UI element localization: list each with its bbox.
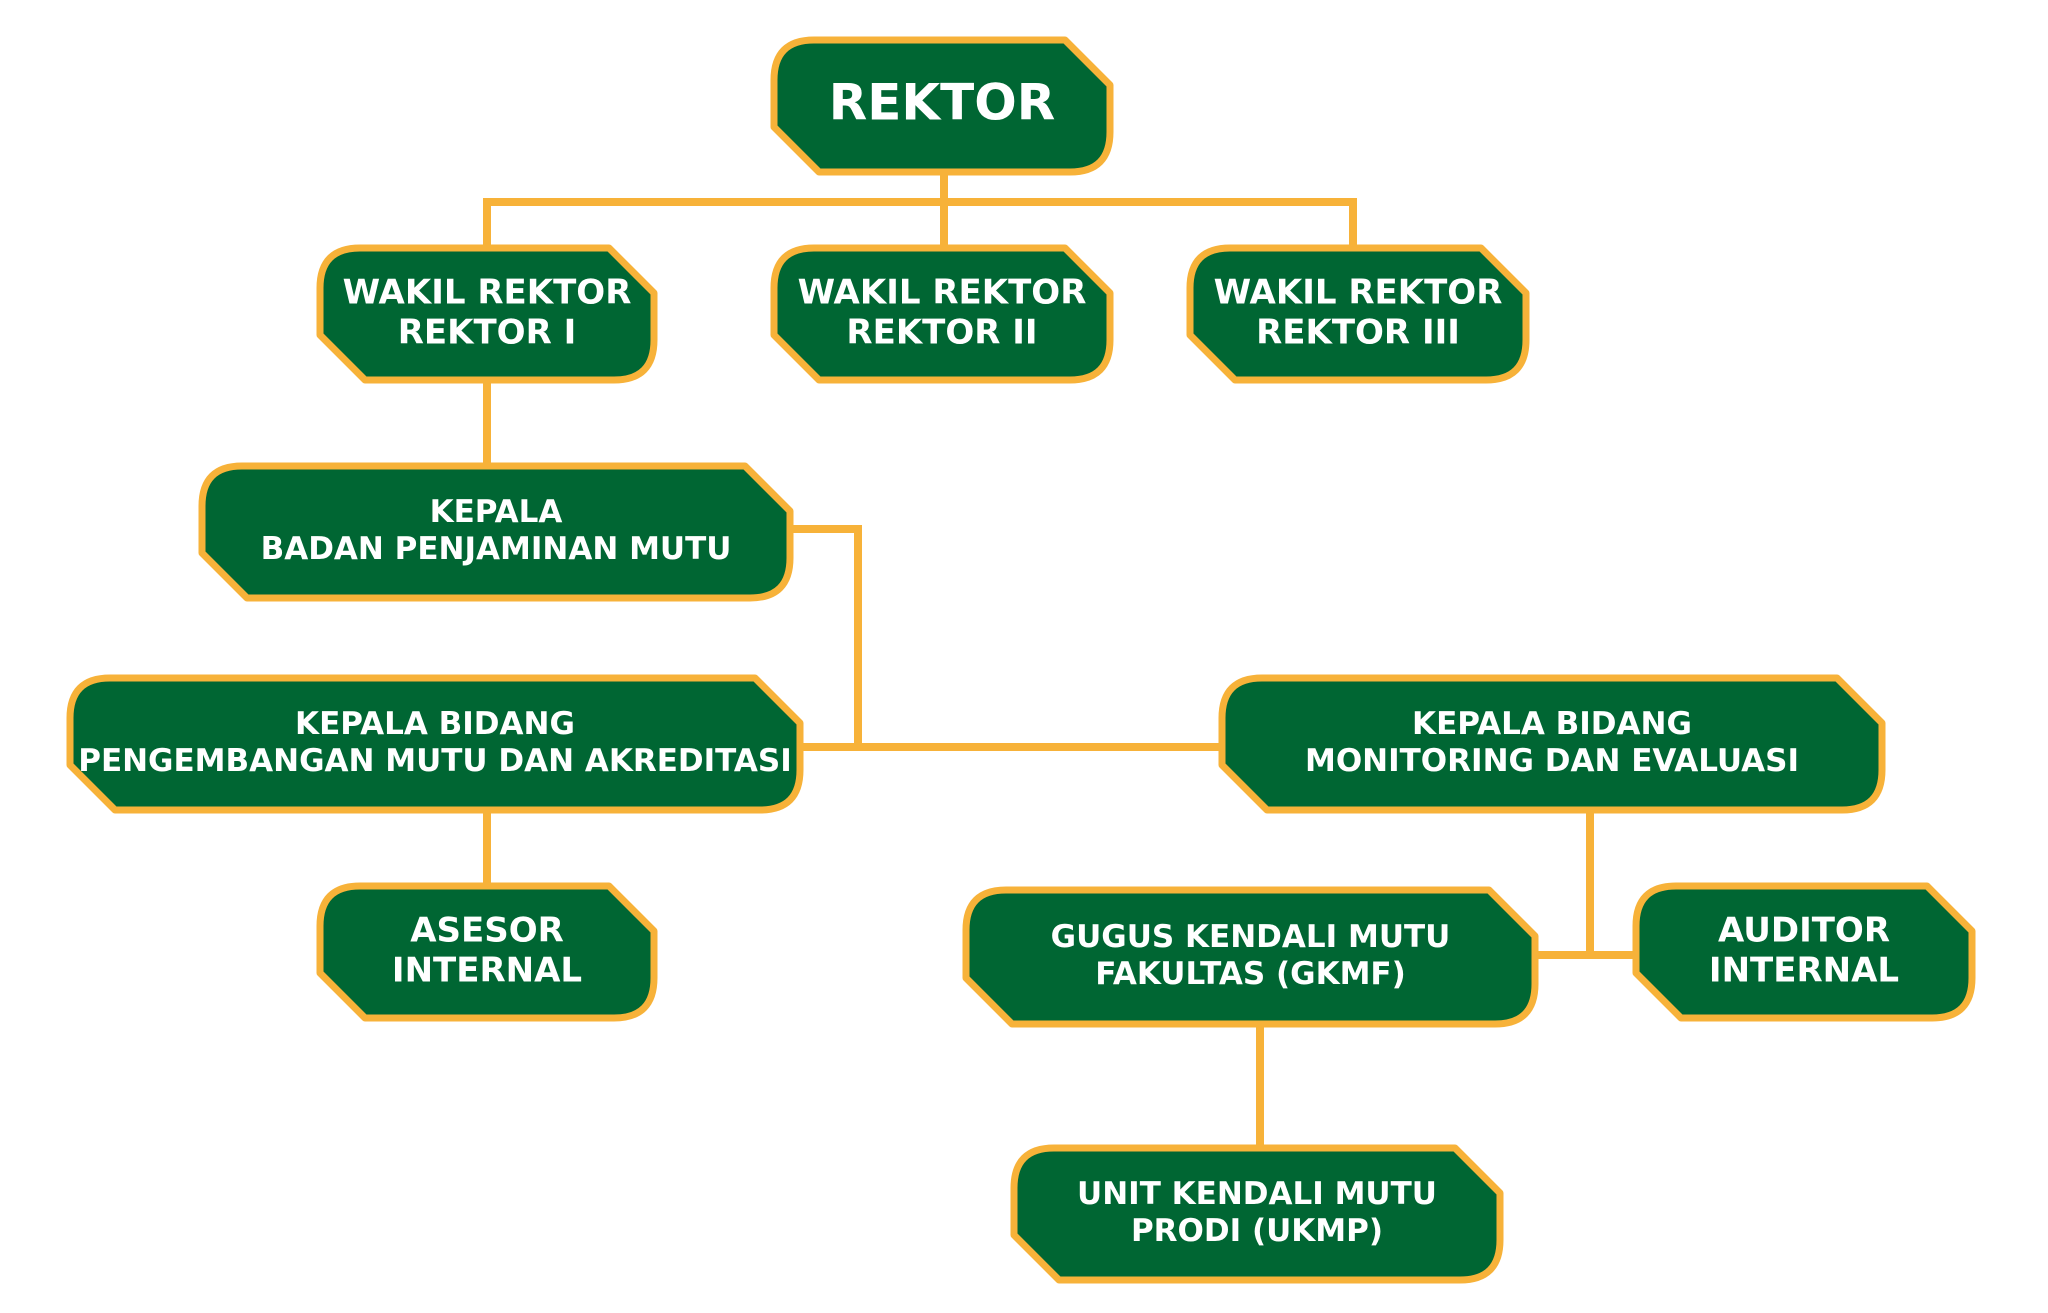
node-auditor-internal-box (1632, 882, 1976, 1022)
node-rektor-box (770, 36, 1114, 176)
node-badan-penjaminan-mutu-box (198, 462, 794, 602)
node-monitoring-evaluasi-label-line-2: MONITORING DAN EVALUASI (1305, 743, 1799, 779)
node-pengembangan-mutu-label-line-2: PENGEMBANGAN MUTU DAN AKREDITASI (78, 743, 792, 779)
node-asesor-internal-label-line-2: INTERNAL (392, 951, 582, 991)
node-gkmf-label-line-2: FAKULTAS (GKMF) (1095, 956, 1406, 992)
node-wakil-rektor-iii-label-line-1: WAKIL REKTOR (1214, 272, 1503, 312)
node-rektor-label-line-1: REKTOR (829, 74, 1056, 132)
node-ukmp-label-line-1: UNIT KENDALI MUTU (1077, 1176, 1437, 1212)
node-wakil-rektor-iii-label-line-2: REKTOR III (1256, 313, 1460, 353)
node-wakil-rektor-ii-label-line-1: WAKIL REKTOR (798, 272, 1087, 312)
node-monitoring-evaluasi-box (1218, 674, 1886, 814)
node-pengembangan-mutu-box (66, 674, 804, 814)
node-wakil-rektor-i-box (316, 244, 658, 384)
node-wakil-rektor-ii-label-line-2: REKTOR II (846, 313, 1037, 353)
node-gkmf-box (962, 886, 1539, 1028)
node-wakil-rektor-i-label-line-1: WAKIL REKTOR (343, 272, 632, 312)
node-pengembangan-mutu-label-line-1: KEPALA BIDANG (295, 706, 575, 742)
node-asesor-internal-label-line-1: ASESOR (410, 910, 564, 950)
node-wakil-rektor-ii-box (770, 244, 1114, 384)
node-gkmf-label-line-1: GUGUS KENDALI MUTU (1051, 919, 1451, 955)
node-asesor-internal-box (316, 882, 658, 1022)
node-rektor: REKTOR (770, 36, 1114, 176)
node-auditor-internal-label-line-2: INTERNAL (1709, 951, 1899, 991)
node-ukmp-label-line-2: PRODI (UKMP) (1131, 1213, 1383, 1249)
node-badan-penjaminan-mutu-label-line-2: BADAN PENJAMINAN MUTU (261, 531, 732, 567)
node-auditor-internal-label-line-1: AUDITOR (1718, 910, 1890, 950)
node-wakil-rektor-i-label-line-2: REKTOR I (398, 313, 577, 353)
connectors (483, 168, 1640, 1152)
node-wakil-rektor-iii-box (1186, 244, 1530, 384)
node-monitoring-evaluasi-label-line-1: KEPALA BIDANG (1412, 706, 1692, 742)
node-ukmp-box (1010, 1144, 1504, 1284)
node-badan-penjaminan-mutu-label-line-1: KEPALA (430, 494, 563, 530)
